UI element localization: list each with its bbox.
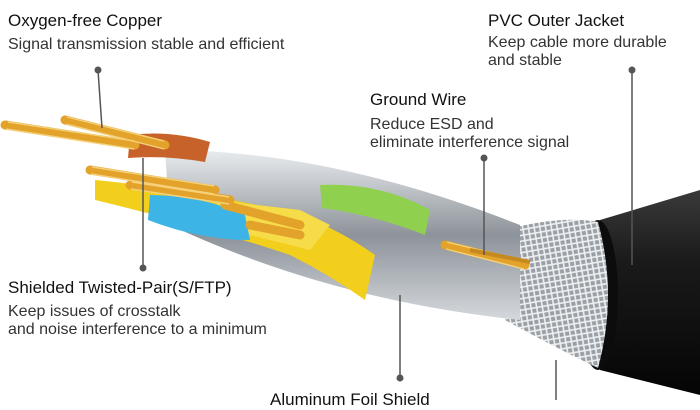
pvc-description: Keep cable more durable and stable [488, 34, 667, 70]
ground-description: Reduce ESD and eliminate interference si… [370, 116, 569, 152]
pvc-title: PVC Outer Jacket [488, 11, 624, 31]
stp-title: Shielded Twisted-Pair(S/FTP) [8, 278, 232, 298]
foil-title: Aluminum Foil Shield [270, 390, 430, 410]
copper-description: Signal transmission stable and efficient [8, 36, 284, 54]
stp-description: Keep issues of crosstalk and noise inter… [8, 303, 267, 339]
copper-title: Oxygen-free Copper [8, 11, 162, 31]
ground-title: Ground Wire [370, 90, 466, 110]
